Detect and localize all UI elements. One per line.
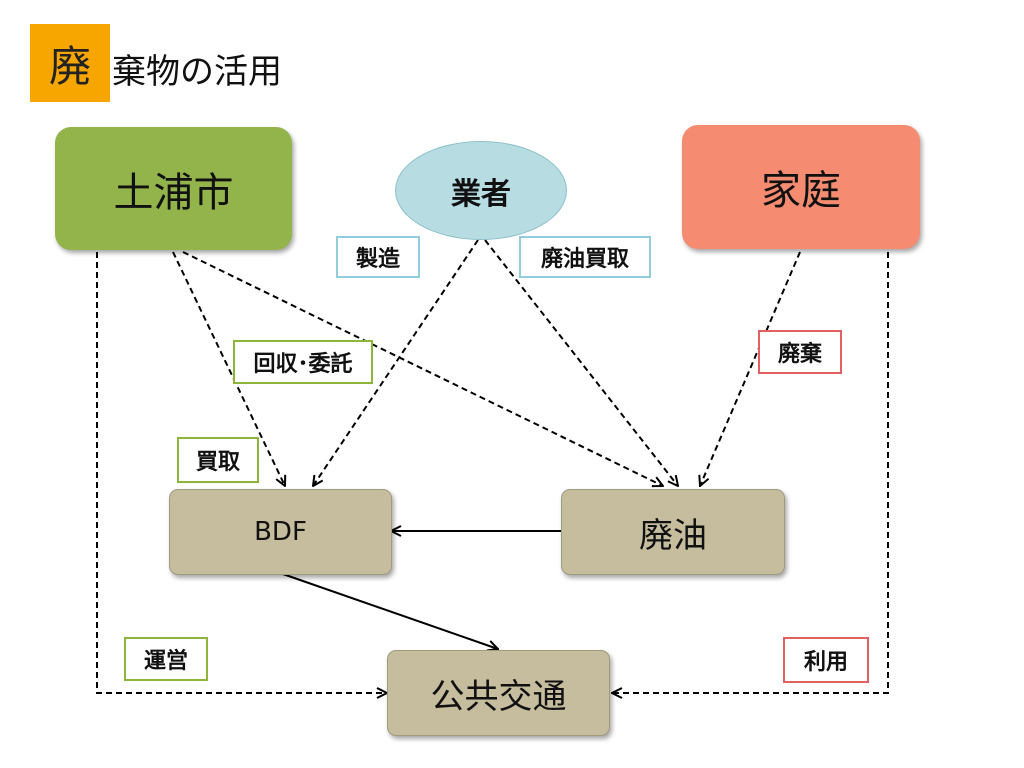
node-vendor: 業者 [395,141,567,240]
label-purchase: 買取 [177,437,259,483]
arrow-city-to-haiyu [182,251,663,486]
arrow-city-to-bdf [172,251,285,486]
label-usage: 利用 [783,637,869,683]
label-waste-oil-purchase: 廃油買取 [519,236,651,278]
node-bdf: BDF [169,489,392,575]
node-household: 家庭 [682,125,920,249]
arrow-bdf-to-transit [279,572,498,649]
label-operation: 運営 [124,637,208,681]
node-public-transit: 公共交通 [387,650,610,736]
title-badge: 廃 [30,24,110,102]
arrow-household-to-transit [612,252,889,693]
label-disposal: 廃棄 [758,330,842,374]
node-tsuchiura-city: 土浦市 [55,127,292,250]
title-text: 棄物の活用 [112,52,282,92]
label-collection-consignment: 回収･委託 [233,340,373,384]
node-waste-oil: 廃油 [561,489,785,575]
arrow-city-to-transit [96,252,387,693]
arrow-vendor-to-haiyu [484,239,678,486]
label-seizo: 製造 [336,236,420,278]
arrow-household-to-haiyu [700,251,801,486]
